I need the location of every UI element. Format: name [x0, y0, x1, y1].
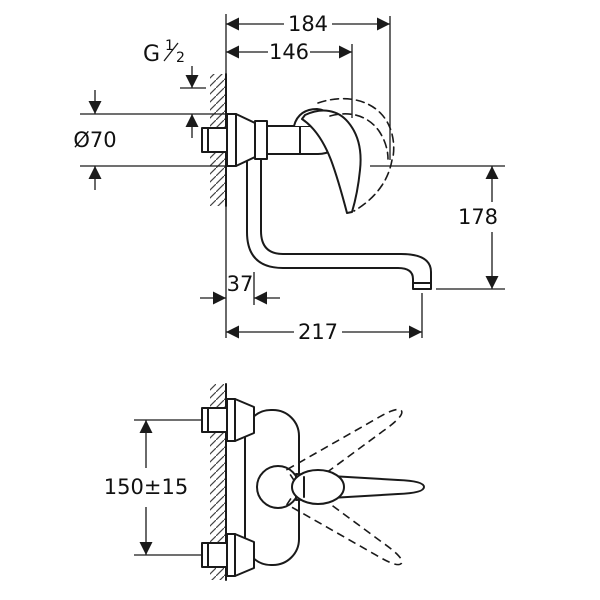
dim-label-thread-g: G [143, 42, 160, 67]
dim-label-thread-numerator: 1 [165, 38, 174, 54]
lever-handle-plan [291, 469, 345, 505]
inlet-union-top [201, 407, 228, 433]
thread-fraction-slash [163, 42, 179, 62]
lever-raised-dashed-bottom [329, 113, 389, 160]
inlet-union [201, 127, 228, 153]
dim-label-spout-reach: 217 [298, 320, 338, 344]
wall-flange [226, 113, 237, 167]
dim-label-thread-denominator: 2 [176, 50, 185, 66]
inlet-union-bottom [201, 542, 228, 568]
dim-label-spout-offset: 37 [227, 272, 254, 296]
wall-flange-top [226, 398, 236, 442]
spout-swivel-dashed-up [286, 408, 403, 493]
wall-flange-bottom [226, 533, 236, 577]
side-view: 184 146 G 1 2 Ø70 178 37 [73, 12, 505, 344]
escutcheon-cone-top [234, 398, 255, 442]
spout-swivel-dashed-down [286, 481, 403, 566]
dim-label-total-depth: 184 [288, 12, 328, 36]
dim-label-outlet-height: 178 [458, 205, 498, 229]
escutcheon-cone [235, 113, 256, 167]
lever-handle [301, 109, 362, 214]
dim-label-body-depth: 146 [269, 40, 309, 64]
escutcheon-cone-bottom [234, 533, 255, 577]
spout [246, 149, 432, 290]
body-ring [254, 120, 268, 160]
dim-label-flange-diameter: Ø70 [73, 128, 116, 152]
dim-label-connection-spacing: 150±15 [104, 475, 188, 499]
plan-view: 150±15 [104, 383, 425, 581]
